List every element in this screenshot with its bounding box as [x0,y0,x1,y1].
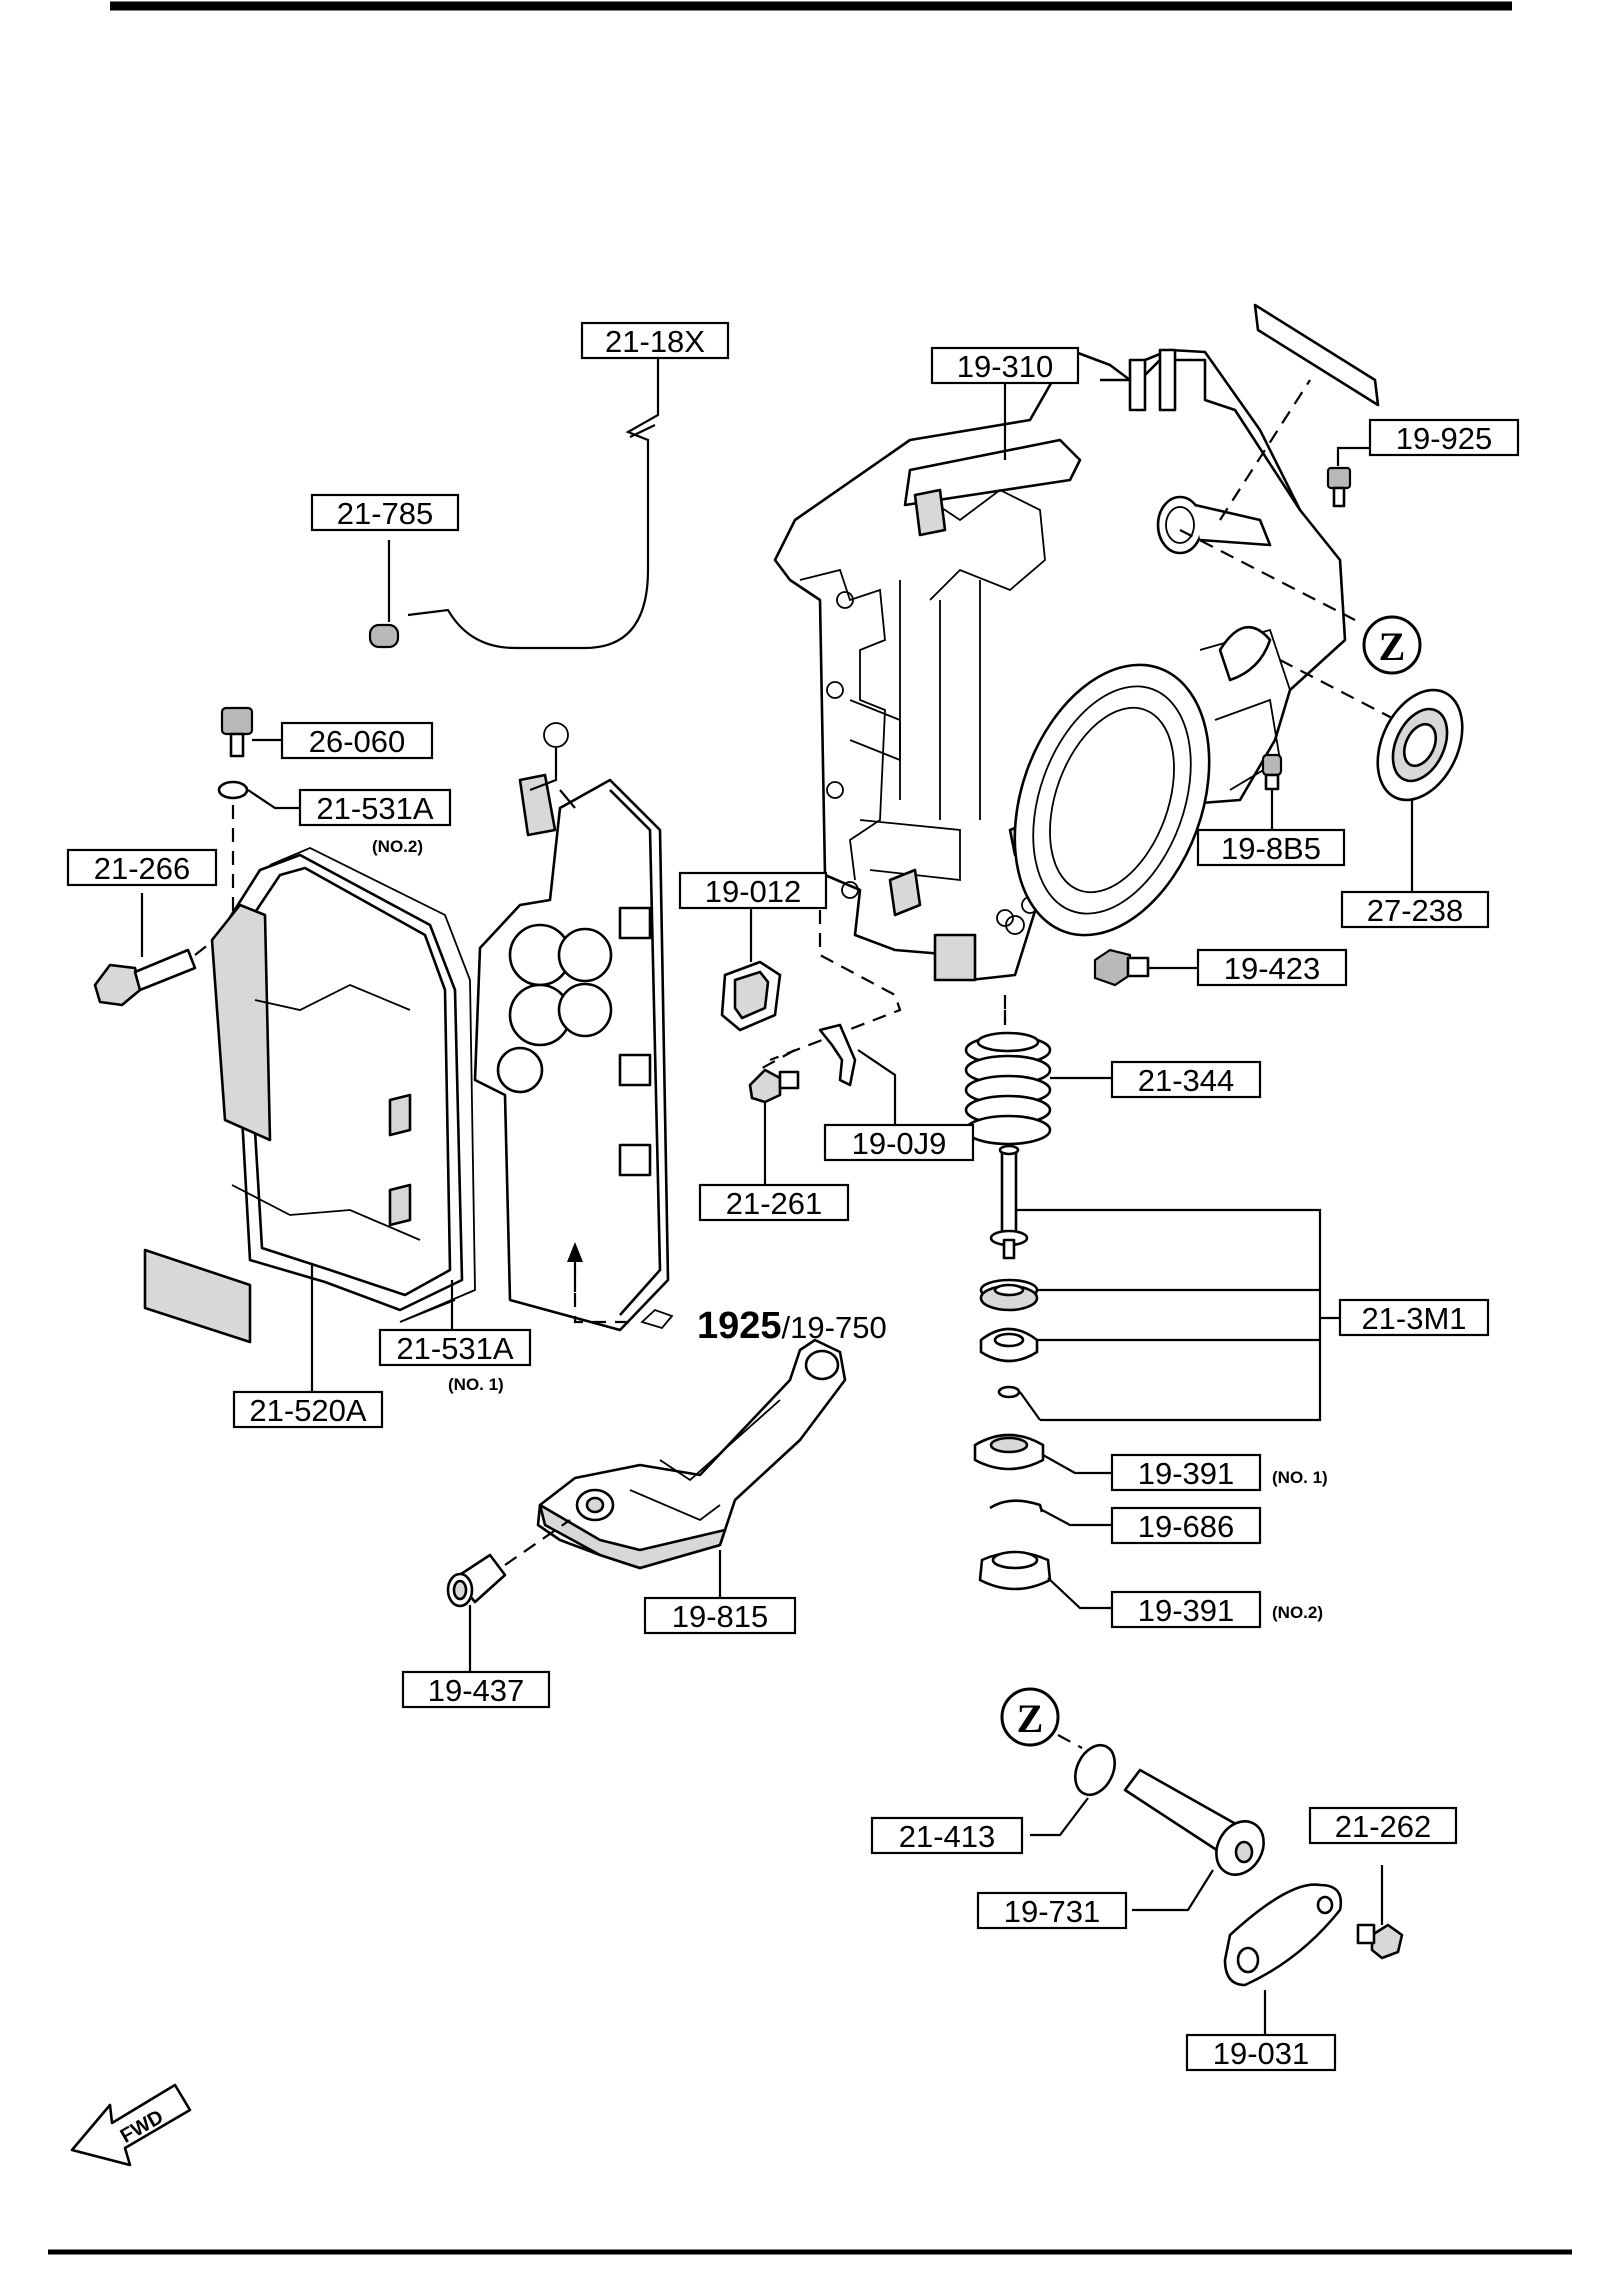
svg-text:21-520A: 21-520A [249,1393,367,1428]
bolt-262 [1356,1865,1404,1960]
callout-19-8B5: 19-8B5 [1196,828,1346,867]
callout-19-031: 19-031 [1185,2033,1337,2072]
svg-text:21-413: 21-413 [899,1819,996,1854]
callout-21-261: 21-261 [698,1183,850,1222]
spring-344 [964,1010,1112,1146]
drain-plug [220,706,282,758]
transaxle-case [773,348,1347,982]
valve-body [473,722,670,1332]
drain-washer [217,780,300,810]
callout-19-925: 19-925 [1368,418,1520,457]
svg-text:19-391: 19-391 [1138,1593,1235,1628]
seal-437 [446,1519,571,1672]
oil-strainer [536,1338,847,1598]
svg-text:(NO. 1): (NO. 1) [1272,1468,1328,1487]
dashed-guide-a [769,910,902,1062]
callout-21-262: 21-262 [1308,1806,1458,1845]
svg-text:21-531A: 21-531A [396,1331,514,1366]
svg-text:19-423: 19-423 [1224,951,1321,986]
callout-21-413: 21-413 [870,1816,1024,1855]
magnet [143,1248,252,1344]
svg-text:26-060: 26-060 [309,724,406,759]
callout-26-060: 26-060 [280,721,434,760]
callout-21-531A-no1: 21-531A (NO. 1) [378,1328,532,1394]
callout-19-391-no1: 19-391 (NO. 1) [1110,1453,1328,1492]
callout-27-238: 27-238 [1340,890,1490,929]
svg-text:19-012: 19-012 [705,874,802,909]
svg-text:19-686: 19-686 [1138,1509,1235,1544]
callout-19-0J9: 19-0J9 [823,1123,975,1162]
callout-19-012: 19-012 [678,871,828,910]
valve-body-reference: 1925/19-750 [697,1305,887,1347]
svg-text:19-0J9: 19-0J9 [852,1126,947,1161]
callout-21-3M1: 21-3M1 [1338,1298,1490,1337]
callout-21-520A: 21-520A [232,1390,384,1429]
callout-19-310: 19-310 [930,346,1080,385]
svg-text:(NO. 1): (NO. 1) [448,1375,504,1394]
callout-21-18X: 21-18X [580,321,730,360]
plug-423 [1005,915,1198,987]
reference-text: 1925/19-750 [697,1305,887,1347]
callout-19-423: 19-423 [1196,948,1348,987]
svg-text:21-261: 21-261 [726,1186,823,1221]
callout-19-686: 19-686 [1110,1506,1262,1545]
fwd-arrow-icon: FWD [70,2083,192,2167]
svg-text:21-531A: 21-531A [316,791,434,826]
svg-text:21-3M1: 21-3M1 [1361,1301,1466,1336]
callout-21-531A-no2: 21-531A (NO.2) [298,788,452,856]
oil-seal [1376,688,1464,892]
pan-bolt [93,893,197,1007]
svg-text:19-8B5: 19-8B5 [1221,831,1321,866]
svg-text:Z: Z [1017,1696,1044,1741]
dashed-guide-b [754,1049,796,1073]
callout-19-815: 19-815 [643,1596,797,1635]
shaft-731 [1123,1768,1265,1912]
svg-text:19-815: 19-815 [672,1599,769,1634]
svg-text:21-785: 21-785 [337,496,434,531]
callout-21-785: 21-785 [310,493,460,532]
z-mark-lower: Z [1000,1687,1060,1747]
oil-pan [210,853,464,1312]
svg-text:21-18X: 21-18X [605,324,705,359]
svg-text:19-925: 19-925 [1396,421,1493,456]
piston-stack-3M1 [973,1144,1340,1610]
svg-text:Z: Z [1379,624,1406,669]
z-mark-upper: Z [1362,615,1422,675]
svg-text:(NO.2): (NO.2) [1272,1603,1323,1622]
callout-21-266: 21-266 [66,848,218,887]
dipstick-tube [368,358,660,650]
o-ring-413 [1030,1743,1116,1837]
callout-19-437: 19-437 [401,1670,551,1709]
plug-8B5 [1261,753,1283,830]
svg-text:21-266: 21-266 [94,851,191,886]
svg-text:19-391: 19-391 [1138,1456,1235,1491]
vent-plug [1326,446,1370,508]
svg-text:27-238: 27-238 [1367,893,1464,928]
svg-text:19-437: 19-437 [428,1673,525,1708]
pan-gasket [269,847,476,1323]
callout-19-731: 19-731 [976,1891,1128,1930]
svg-text:19-031: 19-031 [1213,2036,1310,2071]
plate-031 [1223,1883,1343,2035]
nameplate [1253,303,1380,407]
valve-body-ref-arrow [567,1242,674,1330]
callout-19-391-no2: 19-391 (NO.2) [1110,1590,1323,1629]
svg-text:19-310: 19-310 [957,349,1054,384]
retainer-012 [720,908,782,1032]
svg-text:21-262: 21-262 [1335,1809,1432,1844]
bolt-261 [748,1068,800,1185]
svg-text:19-731: 19-731 [1004,1894,1101,1929]
callout-21-344: 21-344 [1110,1060,1262,1099]
svg-text:21-344: 21-344 [1138,1063,1235,1098]
svg-text:(NO.2): (NO.2) [372,837,423,856]
bracket-0J9 [818,1023,897,1125]
